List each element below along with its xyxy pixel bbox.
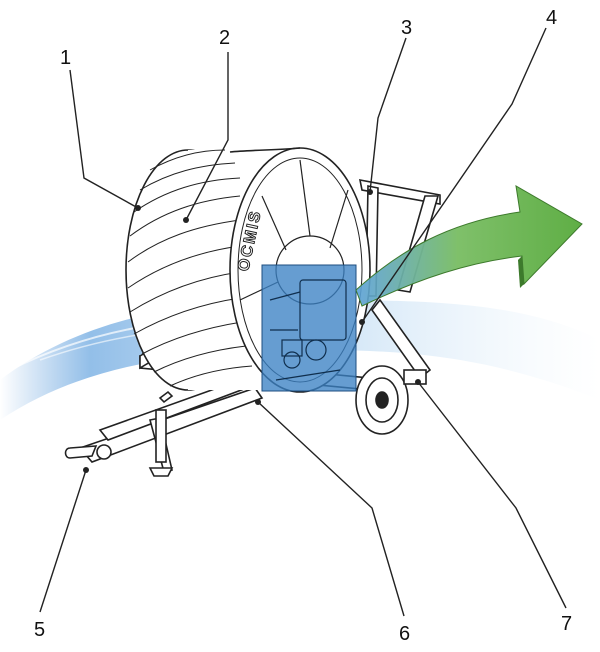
callout-6: 6	[399, 623, 410, 645]
leader-lines	[39, 27, 567, 617]
callout-4: 4	[546, 7, 557, 29]
callout-5: 5	[34, 619, 45, 641]
callout-2: 2	[219, 27, 230, 49]
wheel	[355, 298, 432, 435]
drive-unit-highlight	[261, 264, 357, 392]
flow-arrow-side	[518, 256, 524, 288]
callout-3: 3	[401, 17, 412, 39]
leader-line-ends	[83, 189, 421, 473]
flow-direction-arrow	[355, 185, 583, 307]
callout-1: 1	[60, 47, 71, 69]
callout-7: 7	[561, 613, 572, 635]
